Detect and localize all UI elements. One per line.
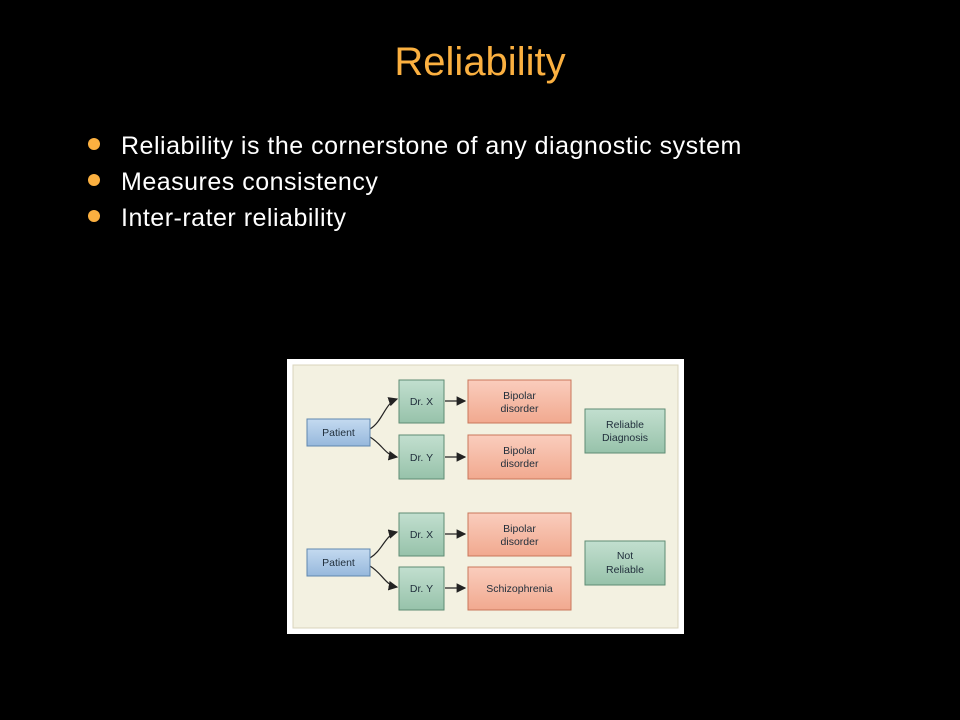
diagnosis-label: Schizophrenia bbox=[486, 583, 553, 595]
bullet-list: Reliability is the cornerstone of any di… bbox=[88, 128, 848, 236]
diagnosis-box bbox=[467, 566, 572, 611]
doctor-x-label: Dr. X bbox=[410, 396, 433, 408]
diagnosis-label: disorder bbox=[501, 458, 539, 470]
diagnosis-label: Bipolar bbox=[503, 390, 536, 402]
bullet-text: Measures consistency bbox=[121, 168, 379, 196]
diagnosis-label: Bipolar bbox=[503, 445, 536, 457]
result-label: Diagnosis bbox=[602, 432, 648, 444]
bottom-group: Patient Dr. X Dr. Y Bipolar disorder Sch… bbox=[306, 512, 666, 611]
bullet-dot-icon bbox=[88, 210, 100, 222]
diagnosis-label: disorder bbox=[501, 536, 539, 548]
result-label: Not bbox=[617, 550, 633, 562]
bullet-dot-icon bbox=[88, 138, 100, 150]
bullet-item: Inter-rater reliability bbox=[88, 200, 848, 236]
bullet-dot-icon bbox=[88, 174, 100, 186]
reliability-diagram: Patient Dr. X Dr. Y Bipolar disorder Bip… bbox=[287, 359, 684, 634]
doctor-y-label: Dr. Y bbox=[410, 583, 433, 595]
doctor-x-box bbox=[398, 512, 445, 557]
diagnosis-box bbox=[467, 434, 572, 480]
diagnosis-label: disorder bbox=[501, 403, 539, 415]
top-group: Patient Dr. X Dr. Y Bipolar disorder Bip… bbox=[306, 379, 666, 480]
doctor-y-box bbox=[398, 434, 445, 480]
patient-box bbox=[306, 418, 371, 447]
diagnosis-box bbox=[467, 512, 572, 557]
result-box bbox=[584, 408, 666, 454]
patient-box bbox=[306, 548, 371, 577]
doctor-x-box bbox=[398, 379, 445, 424]
diagnosis-label: Bipolar bbox=[503, 523, 536, 535]
result-box bbox=[584, 540, 666, 586]
bullet-item: Measures consistency bbox=[88, 164, 848, 200]
slide-title: Reliability bbox=[394, 40, 566, 84]
connector bbox=[369, 565, 399, 591]
connector bbox=[369, 436, 399, 461]
doctor-y-box bbox=[398, 566, 445, 611]
patient-label: Patient bbox=[322, 427, 355, 439]
bullet-item: Reliability is the cornerstone of any di… bbox=[88, 128, 848, 164]
bullet-text: Reliability is the cornerstone of any di… bbox=[121, 132, 742, 160]
patient-label: Patient bbox=[322, 557, 355, 569]
diagnosis-box bbox=[467, 379, 572, 424]
connector bbox=[369, 529, 399, 559]
result-label: Reliable bbox=[606, 564, 644, 576]
result-label: Reliable bbox=[606, 419, 644, 431]
doctor-x-label: Dr. X bbox=[410, 529, 433, 541]
connector bbox=[369, 397, 399, 430]
bullet-text: Inter-rater reliability bbox=[121, 204, 347, 232]
doctor-y-label: Dr. Y bbox=[410, 452, 433, 464]
